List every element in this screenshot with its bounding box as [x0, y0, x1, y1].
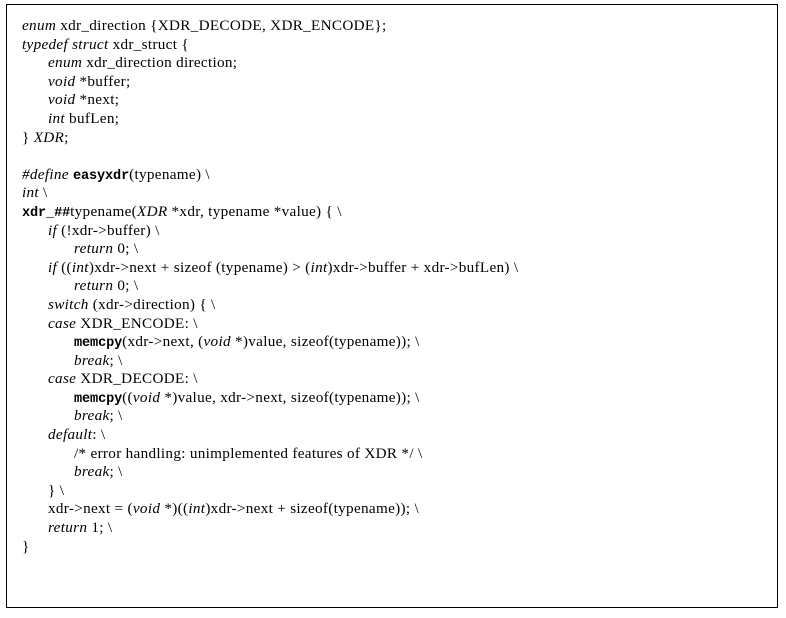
code-line: memcpy((void *)value, xdr->next, sizeof(… [22, 389, 773, 408]
code-token-id: *next; [75, 91, 120, 109]
code-token-kw: return [74, 277, 114, 295]
code-line: switch (xdr->direction) { \ [22, 296, 773, 315]
code-token-id: (typename) \ [129, 165, 210, 183]
code-line: if (!xdr->buffer) \ [22, 222, 773, 241]
code-line: memcpy(xdr->next, (void *)value, sizeof(… [22, 333, 773, 352]
code-token-id: } [22, 537, 30, 555]
code-token-ital: void [132, 388, 161, 406]
code-token-kw: if [48, 221, 58, 239]
code-token-kw: int [22, 184, 39, 202]
code-token-mono: xdr_## [22, 205, 71, 221]
code-token-ital: int [71, 258, 89, 276]
code-token-id: \ [38, 184, 48, 202]
code-line: return 1; \ [22, 519, 773, 538]
code-line: break; \ [22, 352, 773, 371]
code-token-kw: #define [22, 165, 69, 183]
code-token-id: : \ [92, 426, 106, 444]
code-token-ital: int [188, 500, 206, 518]
code-token-id: )xdr->next + sizeof (typename) > ( [88, 258, 311, 276]
code-line: break; \ [22, 463, 773, 482]
code-token-ital: XDR [33, 128, 65, 146]
code-line: case XDR_DECODE: \ [22, 370, 773, 389]
code-token-kw: case [48, 314, 77, 332]
code-line: return 0; \ [22, 240, 773, 259]
code-token-id: *)value, sizeof(typename)); \ [230, 333, 420, 351]
code-token-id: *xdr, typename *value) { \ [167, 202, 342, 220]
code-token-kw: switch [48, 295, 89, 313]
code-token-ital: void [203, 333, 231, 351]
code-line: case XDR_ENCODE: \ [22, 315, 773, 334]
code-token-cmt: /* error handling: unimplemented feature… [74, 444, 423, 462]
code-token-kw: return [74, 240, 114, 258]
code-token-id: )xdr->next + sizeof(typename)); \ [205, 500, 419, 518]
code-token-id: 0; \ [113, 240, 139, 258]
code-token-id: 0; \ [113, 277, 139, 295]
code-token-mono: memcpy [74, 391, 123, 407]
code-line: int \ [22, 184, 773, 203]
code-token-kw: break [74, 463, 110, 481]
code-token-id: *)value, xdr->next, sizeof(typename)); \ [160, 388, 420, 406]
code-token-kw: break [74, 351, 110, 369]
code-line: xdr_##typename(XDR *xdr, typename *value… [22, 203, 773, 222]
code-token-id: xdr_direction {XDR_DECODE, XDR_ENCODE}; [56, 17, 387, 34]
code-blank-line [22, 147, 773, 166]
code-listing-frame: enum xdr_direction {XDR_DECODE, XDR_ENCO… [6, 4, 778, 608]
code-token-id: ; \ [109, 351, 123, 369]
code-line: typedef struct xdr_struct { [22, 36, 773, 55]
code-token-id: XDR_DECODE: \ [76, 370, 198, 388]
code-token-id: (xdr->next, ( [122, 333, 204, 351]
code-line: /* error handling: unimplemented feature… [22, 445, 773, 464]
code-line: } \ [22, 482, 773, 501]
code-token-kw: case [48, 370, 77, 388]
code-token-id: } \ [48, 481, 65, 499]
code-token-id: bufLen; [64, 109, 120, 127]
code-line: void *buffer; [22, 73, 773, 92]
code-token-id: )xdr->buffer + xdr->bufLen) \ [327, 258, 519, 276]
code-token-mono: memcpy [74, 336, 123, 352]
code-token-id: xdr_direction direction; [82, 54, 238, 72]
code-token-id: 1; \ [87, 519, 113, 537]
code-token-kw: enum [48, 54, 83, 72]
code-token-id: typename( [70, 202, 137, 220]
code-line: } [22, 538, 773, 557]
code-token-mono: easyxdr [72, 168, 130, 184]
code-token-ital: XDR [136, 202, 168, 220]
code-line: int bufLen; [22, 110, 773, 129]
code-token-kw: typedef struct [22, 35, 109, 53]
code-token-kw: default [48, 426, 93, 444]
code-token-id: } [22, 128, 34, 146]
code-line: if ((int)xdr->next + sizeof (typename) >… [22, 259, 773, 278]
code-token-id: xdr_struct { [108, 35, 189, 53]
code-token-ital: int [310, 258, 328, 276]
code-line: enum xdr_direction direction; [22, 54, 773, 73]
code-token-ital: void [132, 500, 161, 518]
code-line: break; \ [22, 407, 773, 426]
code-token-id: ; \ [109, 463, 123, 481]
code-line: return 0; \ [22, 277, 773, 296]
code-token-id: (!xdr->buffer) \ [57, 221, 160, 239]
code-line: enum xdr_direction {XDR_DECODE, XDR_ENCO… [22, 17, 773, 36]
code-line: void *next; [22, 91, 773, 110]
code-token-kw: return [48, 519, 88, 537]
code-token-kw: if [48, 258, 58, 276]
code-token-id: xdr->next = ( [48, 500, 133, 518]
code-token-id: ; [64, 128, 69, 146]
code-token-kw: void [48, 91, 76, 109]
code-line: default: \ [22, 426, 773, 445]
code-token-kw: enum [22, 17, 57, 34]
code-token-id: ; \ [109, 407, 123, 425]
code-line: #define easyxdr(typename) \ [22, 166, 773, 185]
code-token-id: (xdr->direction) { \ [88, 295, 216, 313]
code-listing-body: enum xdr_direction {XDR_DECODE, XDR_ENCO… [22, 17, 773, 603]
code-token-id: *)(( [160, 500, 189, 518]
code-line: xdr->next = (void *)((int)xdr->next + si… [22, 500, 773, 519]
code-token-id: *buffer; [75, 72, 131, 90]
code-token-kw: break [74, 407, 110, 425]
code-token-id: (( [122, 388, 133, 406]
code-token-kw: void [48, 72, 76, 90]
code-line: } XDR; [22, 129, 773, 148]
code-token-id: (( [57, 258, 72, 276]
code-token-kw: int [48, 109, 65, 127]
code-token-id: XDR_ENCODE: \ [76, 314, 198, 332]
